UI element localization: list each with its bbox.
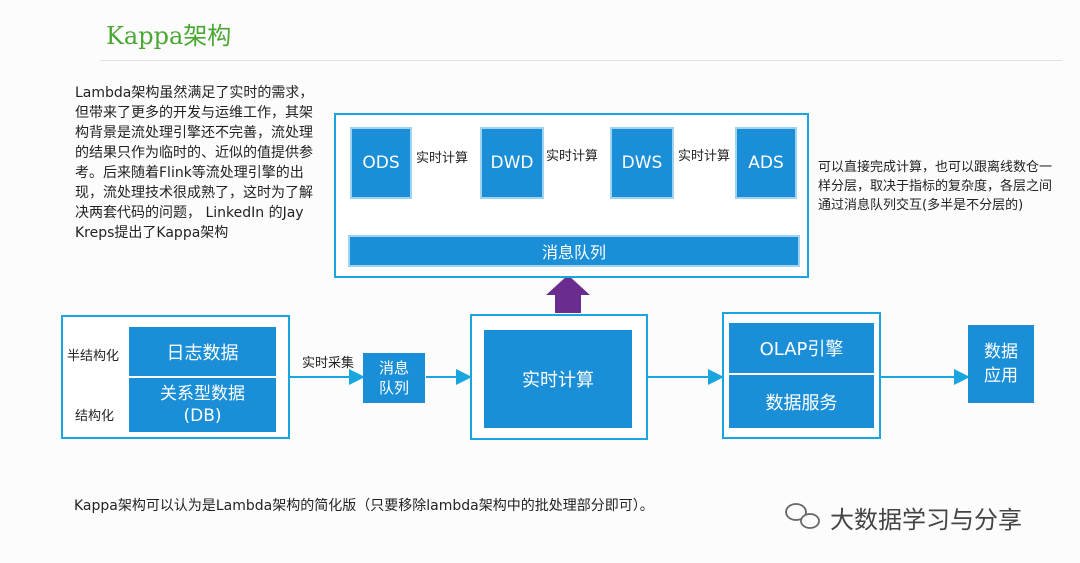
ads-box: ADS bbox=[735, 127, 797, 199]
app-line1: 数据 bbox=[984, 342, 1018, 362]
dwd-box: DWD bbox=[480, 127, 544, 199]
log-data-box: 日志数据 bbox=[129, 327, 276, 376]
semi-structured-label: 半结构化 bbox=[67, 349, 120, 364]
ods-box: ODS bbox=[350, 127, 412, 199]
mq-box: 消息 队列 bbox=[363, 353, 425, 403]
dws-box: DWS bbox=[610, 127, 674, 199]
edge-label-dwd-dws: 实时计算 bbox=[546, 149, 599, 164]
collect-label: 实时采集 bbox=[302, 356, 355, 371]
edge-label-ods-dwd: 实时计算 bbox=[416, 151, 469, 166]
relational-data-line2: (DB) bbox=[183, 406, 222, 426]
data-application-box: 数据 应用 bbox=[968, 325, 1034, 403]
mq-line2: 队列 bbox=[378, 379, 409, 397]
app-line2: 应用 bbox=[984, 366, 1018, 386]
title-divider bbox=[100, 60, 1062, 61]
realtime-compute-box: 实时计算 bbox=[484, 330, 632, 428]
relational-data-box: 关系型数据 (DB) bbox=[129, 378, 276, 432]
edge-label-dws-ads: 实时计算 bbox=[678, 149, 731, 164]
watermark-text: 大数据学习与分享 bbox=[830, 506, 1022, 534]
page-title: Kappa架构 bbox=[106, 22, 232, 50]
up-arrow-to-layers bbox=[546, 275, 590, 313]
relational-data-line1: 关系型数据 bbox=[160, 384, 245, 404]
mq-line1: 消息 bbox=[378, 359, 409, 377]
bottom-note: Kappa架构可以认为是Lambda架构的简化版（只要移除lambda架构中的批… bbox=[74, 498, 654, 514]
olap-engine-box: OLAP引擎 bbox=[729, 323, 874, 373]
right-description: 可以直接完成计算，也可以跟离线数仓一样分层，取决于指标的复杂度，各层之间通过消息… bbox=[818, 160, 1053, 213]
message-queue-bar: 消息队列 bbox=[348, 235, 800, 267]
structured-label: 结构化 bbox=[75, 409, 115, 424]
data-service-box: 数据服务 bbox=[729, 375, 874, 428]
left-description: Lambda架构虽然满足了实时的需求，但带来了更多的开发与运维工作，其架构背景是… bbox=[75, 85, 314, 241]
